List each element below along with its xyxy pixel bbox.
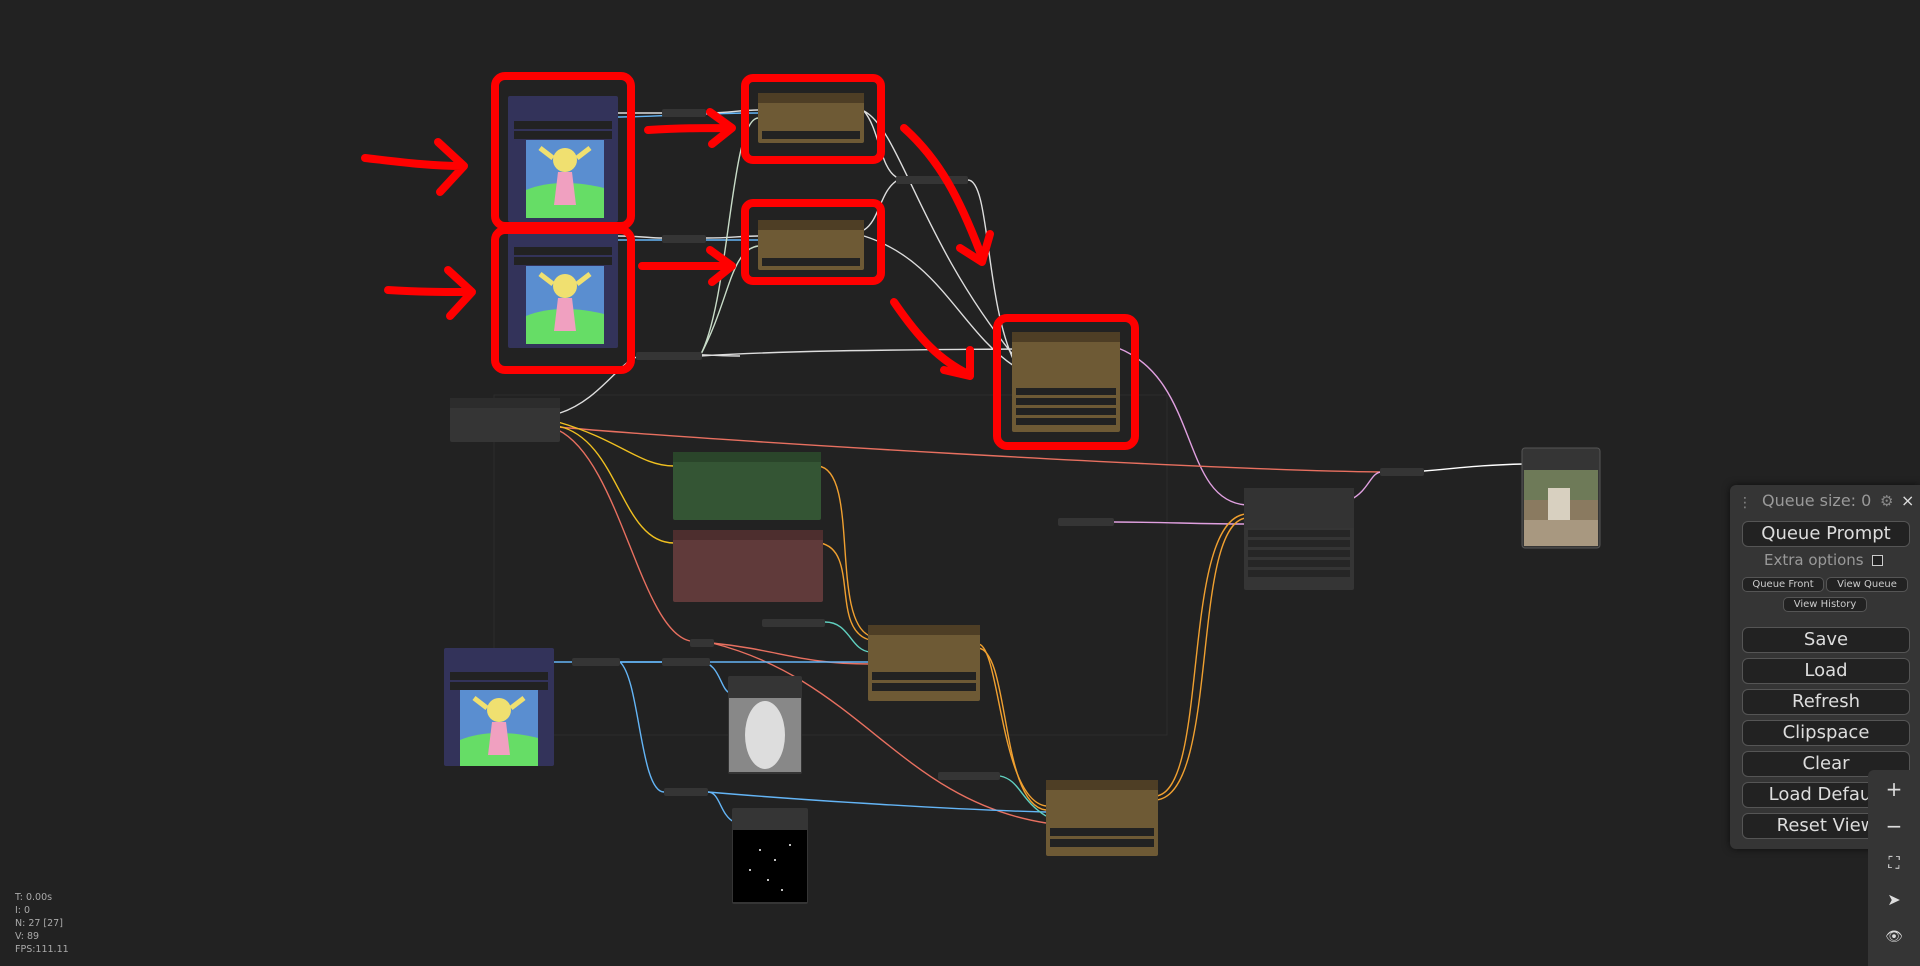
stat-nodes: N: 27 [27] (15, 918, 63, 929)
locate-icon[interactable]: ➤ (1887, 890, 1901, 909)
link (824, 621, 871, 653)
arrow (644, 108, 736, 148)
extra-options-label: Extra options (1764, 551, 1864, 569)
link (699, 661, 731, 694)
link (1349, 471, 1383, 501)
link (1423, 463, 1525, 472)
arrow (361, 138, 468, 196)
link (977, 647, 1047, 811)
link (1113, 521, 1247, 525)
link (1155, 517, 1247, 801)
apply-node-2[interactable] (758, 220, 864, 270)
highlight-box (741, 199, 885, 285)
reroute-node[interactable] (938, 772, 1000, 780)
zoom-out-icon[interactable]: − (1885, 814, 1903, 838)
link (707, 791, 735, 823)
toggle-links-eye-icon[interactable]: 👁 (1885, 929, 1903, 945)
clear-button[interactable]: Clear (1742, 751, 1910, 777)
stat-time: T: 0.00s (15, 892, 53, 903)
stat-fps: FPS:111.11 (15, 944, 69, 955)
link (557, 429, 691, 642)
arrow (638, 246, 736, 286)
view-queue-button[interactable]: View Queue (1826, 577, 1908, 592)
depth-preview-node[interactable] (728, 676, 802, 774)
link (1117, 347, 1247, 506)
highlight-box (993, 314, 1139, 450)
link (999, 775, 1047, 817)
link (819, 542, 871, 641)
decode-node[interactable] (1244, 488, 1354, 590)
stat-visible: V: 89 (15, 931, 40, 942)
load-button[interactable]: Load (1742, 658, 1910, 684)
close-icon[interactable]: × (1901, 491, 1915, 510)
queue-size-label: Queue size: 0 (1762, 491, 1872, 510)
zoom-controls: + − ⛶ ➤ 👁 (1868, 770, 1920, 966)
link (707, 791, 1047, 813)
queue-prompt-button[interactable]: Queue Prompt (1742, 521, 1910, 547)
load-image-node-3[interactable] (444, 648, 554, 766)
link (711, 642, 871, 665)
reroute-node[interactable] (762, 619, 825, 627)
sampler-node-2[interactable] (1046, 780, 1158, 856)
reroute-node[interactable] (664, 788, 708, 796)
negative-prompt-node[interactable] (673, 530, 823, 602)
reroute-node[interactable] (636, 352, 702, 360)
combine-node[interactable] (1012, 332, 1120, 432)
arrow (890, 298, 974, 380)
reroute-node[interactable] (690, 639, 714, 647)
link (557, 426, 1383, 473)
clipspace-button[interactable]: Clipspace (1742, 720, 1910, 746)
link (863, 235, 1015, 367)
positive-prompt-node[interactable] (673, 452, 821, 520)
load-image-node-1[interactable] (508, 96, 618, 222)
link (967, 179, 1015, 362)
edge-image (733, 830, 807, 902)
group-frame[interactable] (493, 394, 1168, 736)
stats-overlay: T: 0.00s I: 0 N: 27 [27] V: 89 FPS:111.1… (15, 891, 69, 956)
link (699, 245, 759, 357)
red-annotations (361, 72, 1139, 450)
apply-node-1[interactable] (758, 93, 864, 143)
zoom-in-icon[interactable]: + (1885, 777, 1903, 801)
reroute-node[interactable] (1380, 468, 1424, 476)
reroute-node[interactable] (572, 658, 620, 666)
save-button[interactable]: Save (1742, 627, 1910, 653)
highlight-box (491, 226, 635, 374)
reroute-node[interactable] (1058, 518, 1114, 526)
reroute-node[interactable] (662, 109, 706, 117)
fit-view-icon[interactable]: ⛶ (1888, 853, 1900, 872)
queue-menu: ⋮ Queue size: 0 ⚙ × Queue Prompt Extra o… (1730, 485, 1920, 849)
save-image-node[interactable] (1521, 447, 1601, 549)
link (557, 421, 675, 467)
refresh-button[interactable]: Refresh (1742, 689, 1910, 715)
link (557, 425, 675, 544)
checkpoint-loader-node[interactable] (450, 398, 560, 442)
extra-options-checkbox[interactable] (1872, 555, 1883, 566)
reroute-node[interactable] (662, 658, 710, 666)
arrow (384, 266, 476, 320)
link (817, 465, 871, 637)
edge-preview-node[interactable] (732, 808, 808, 904)
load-image-node-2[interactable] (508, 222, 618, 348)
link (619, 661, 665, 793)
stat-iterations: I: 0 (15, 905, 31, 916)
view-history-button[interactable]: View History (1783, 597, 1867, 612)
reroute-node[interactable] (896, 176, 968, 184)
drag-handle-icon[interactable]: ⋮ (1738, 495, 1752, 511)
link (705, 235, 759, 239)
gear-icon[interactable]: ⚙ (1880, 492, 1894, 510)
link (1155, 513, 1247, 797)
queue-front-button[interactable]: Queue Front (1742, 577, 1824, 592)
sampler-node-1[interactable] (868, 625, 980, 701)
link (559, 352, 741, 414)
link (616, 235, 663, 239)
highlight-box (741, 74, 885, 164)
reroute-node[interactable] (662, 235, 706, 243)
arrow (900, 124, 994, 266)
